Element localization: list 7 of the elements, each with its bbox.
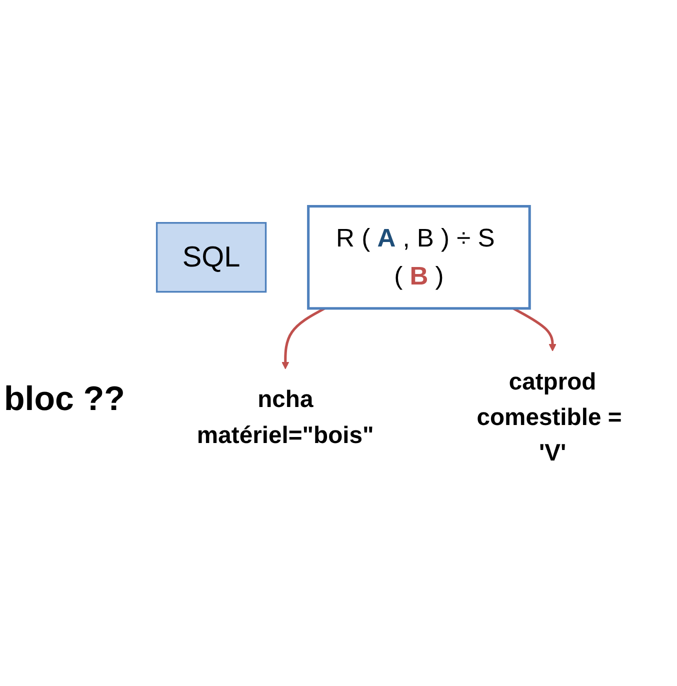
note-text: bloc ?? bbox=[4, 380, 125, 419]
node-box: SQL bbox=[156, 222, 267, 293]
arrow bbox=[282, 307, 326, 370]
arrow bbox=[512, 307, 556, 352]
node-box: R ( A , B ) ÷ S ( B ) bbox=[307, 205, 531, 310]
node-text: catprod comestible = 'V' bbox=[476, 368, 622, 466]
node-text: ncha matériel="bois" bbox=[196, 386, 374, 448]
